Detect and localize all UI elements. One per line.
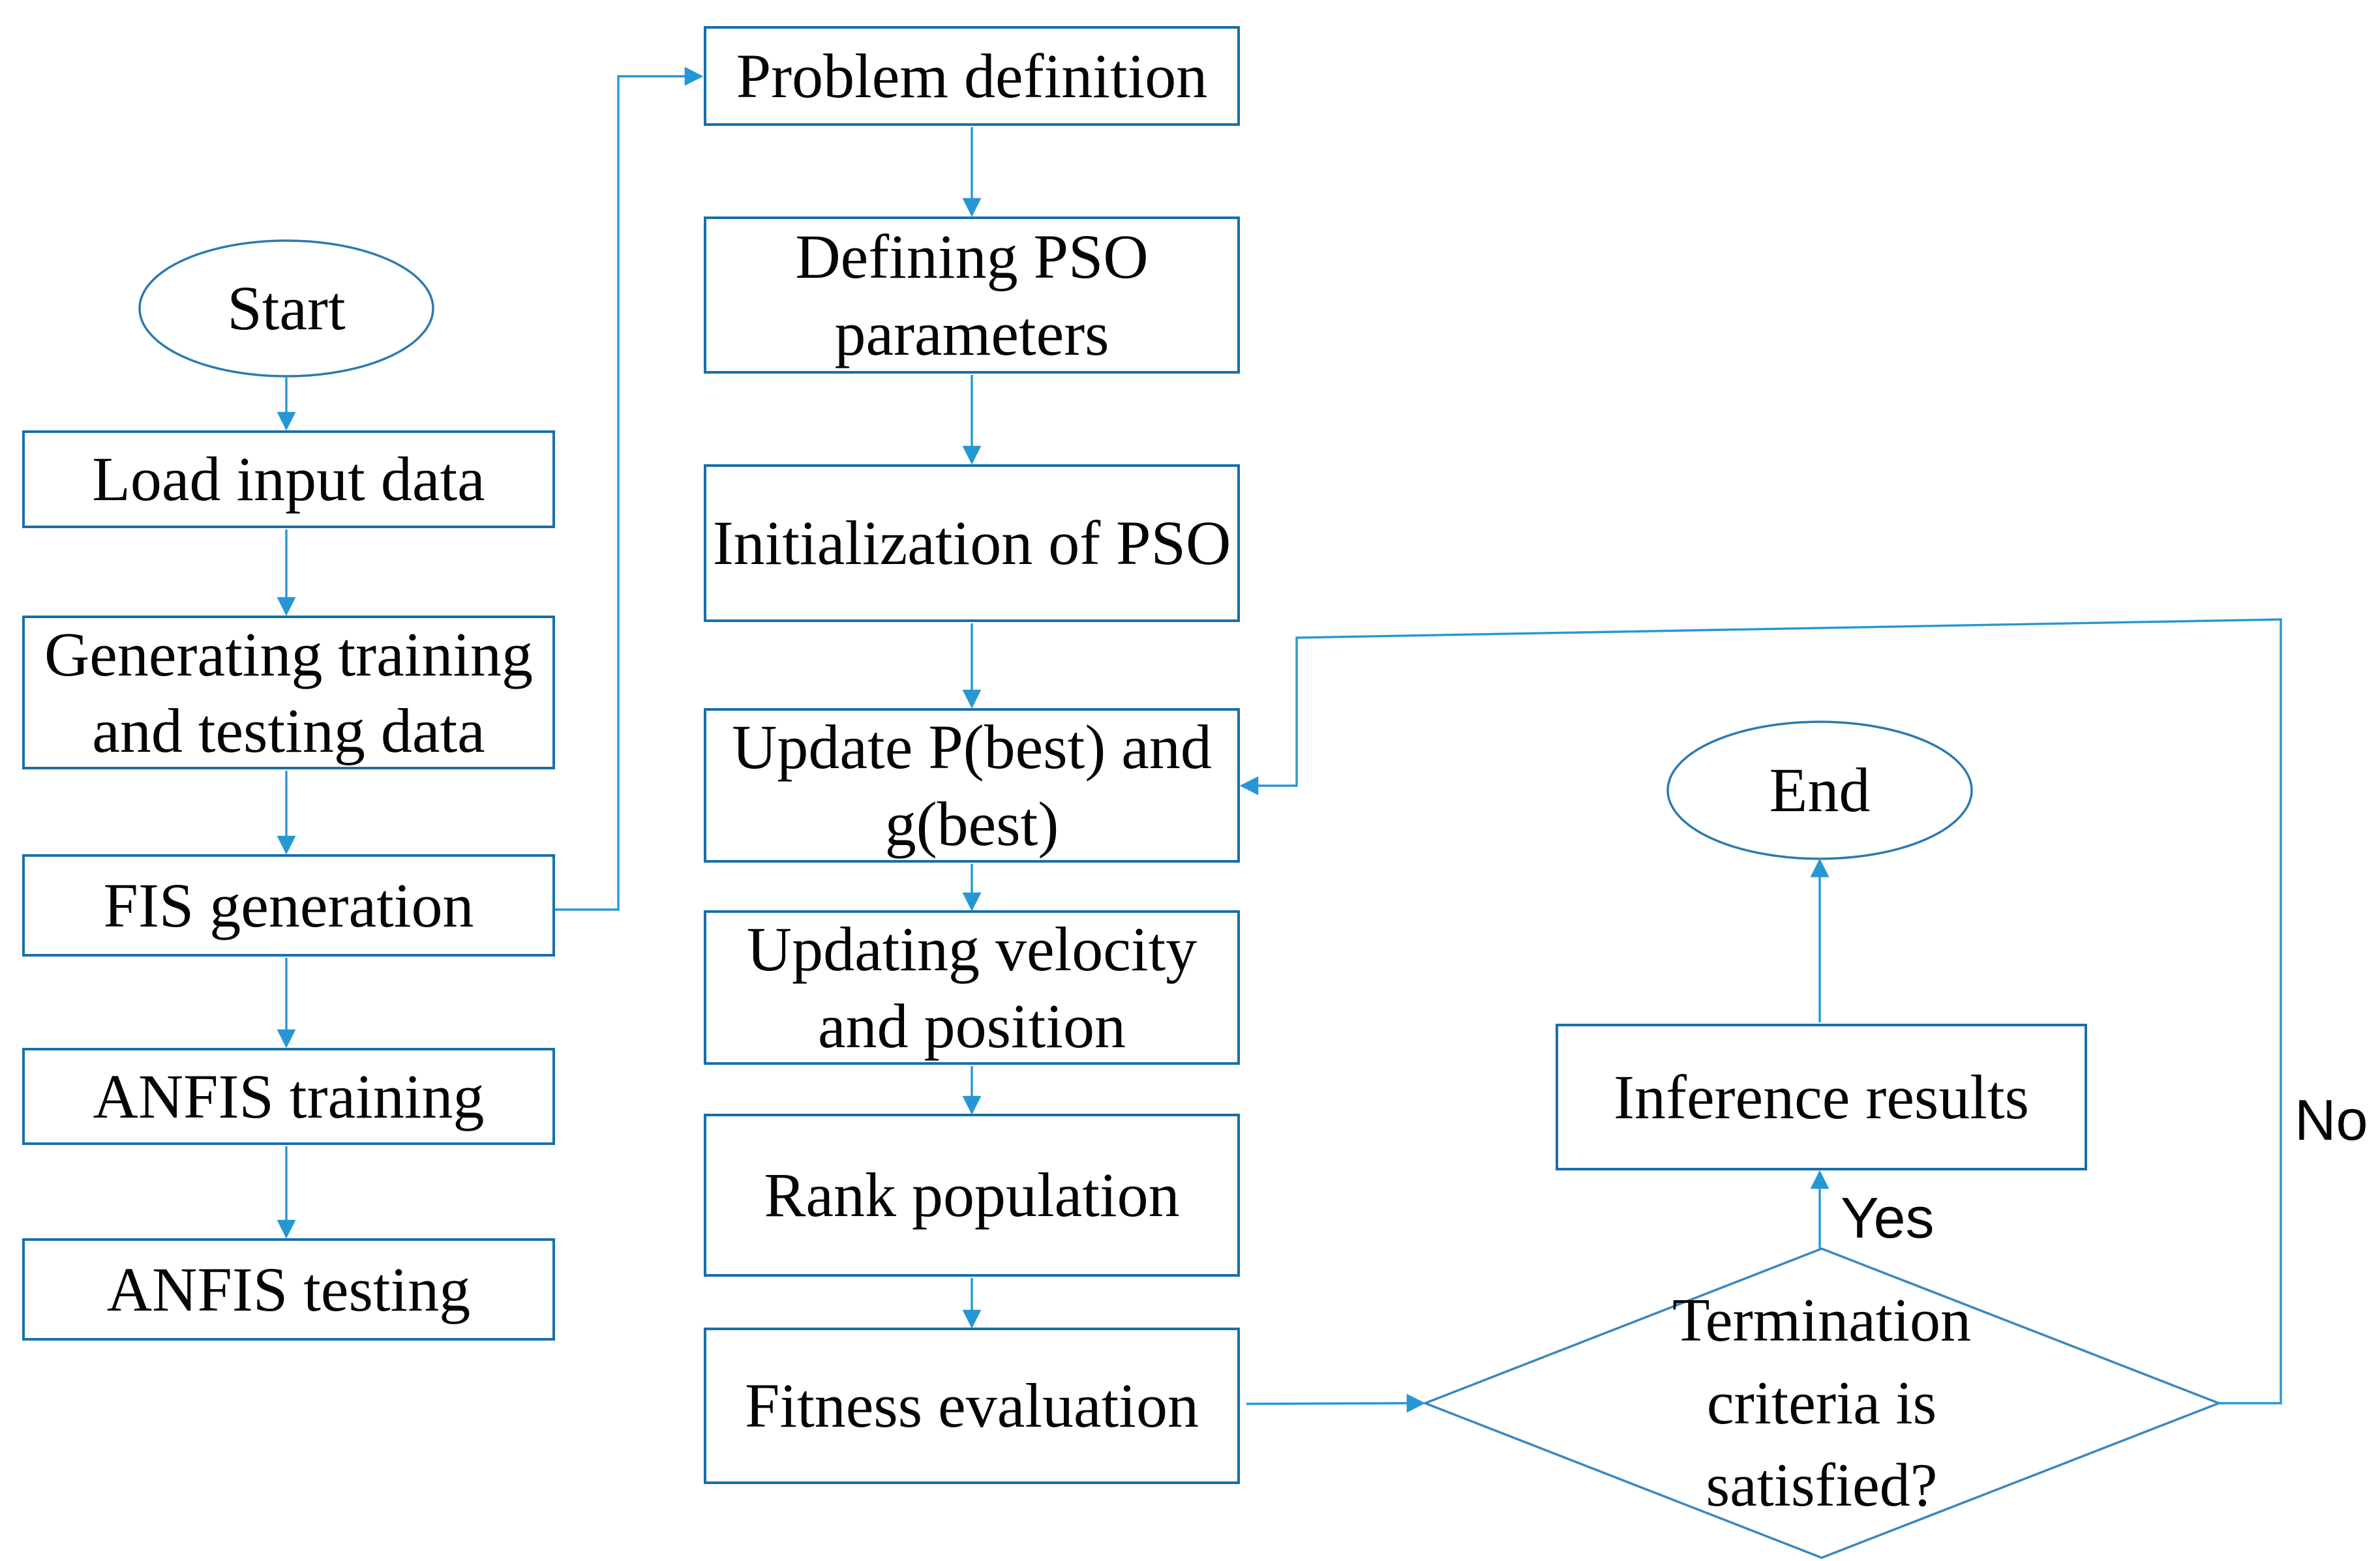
- node-rank-population: Rank population: [704, 1114, 1240, 1277]
- node-update-pbest-gbest: Update P(best) and g(best): [704, 708, 1240, 863]
- node-updating-velocity-position: Updating velocity and position: [704, 910, 1240, 1065]
- node-generating-training-testing: Generating training and testing data: [22, 616, 555, 769]
- edge-label-yes: Yes: [1841, 1185, 1935, 1250]
- node-initialization-of-pso: Initialization of PSO: [704, 464, 1240, 622]
- edge-fis-problem-definition: [555, 67, 704, 911]
- node-anfis-training: ANFIS training: [22, 1048, 555, 1145]
- node-fis-generation: FIS generation: [22, 854, 555, 957]
- node-fitness-evaluation: Fitness evaluation: [704, 1328, 1240, 1484]
- node-inference-results: Inference results: [1556, 1024, 2087, 1170]
- node-anfis-testing: ANFIS testing: [22, 1238, 555, 1341]
- node-defining-pso-parameters: Defining PSO parameters: [704, 216, 1240, 374]
- termination-diamond-shape: [1422, 1247, 2222, 1559]
- end-ellipse-shape: [1666, 721, 1973, 860]
- edge-label-no: No: [2295, 1088, 2368, 1152]
- node-problem-definition: Problem definition: [704, 26, 1240, 126]
- start-ellipse-shape: [138, 239, 434, 378]
- node-load-input-data: Load input data: [22, 430, 555, 528]
- edge-termination-update-no: [1239, 618, 2282, 1405]
- edge-fitness-termination: [1246, 1393, 1426, 1413]
